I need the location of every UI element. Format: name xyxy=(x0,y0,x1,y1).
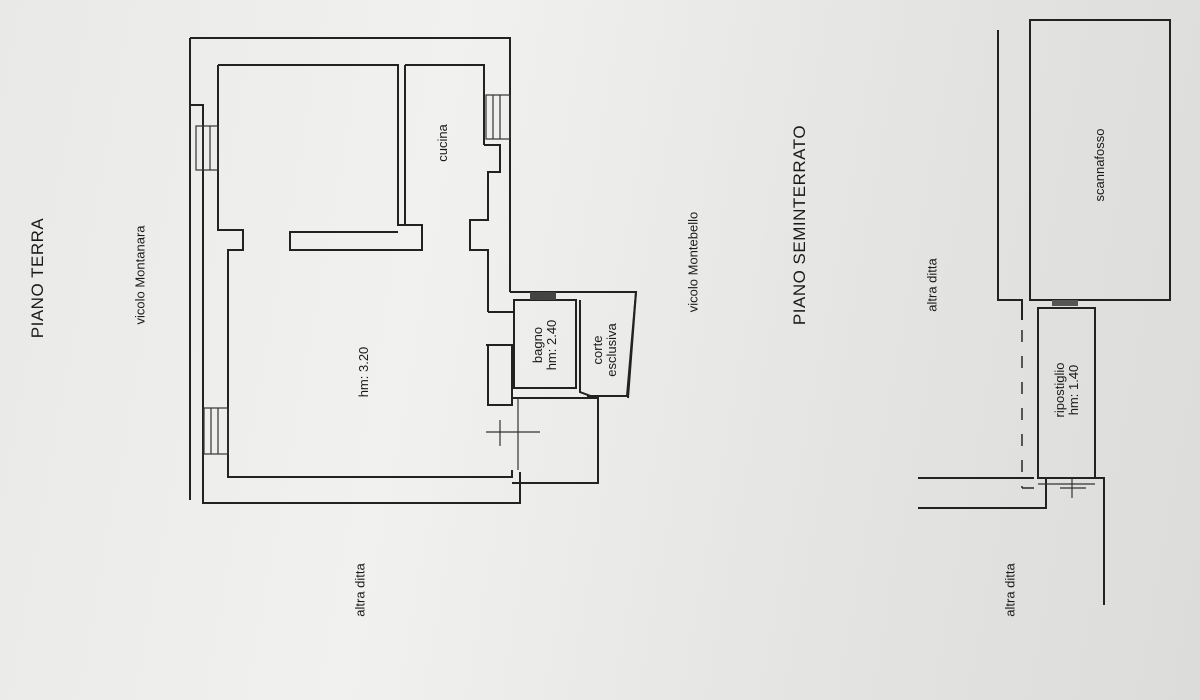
street-montanara-label: vicolo Montanara xyxy=(132,225,148,325)
bath-name: bagno xyxy=(530,326,545,364)
ground-floor-title: PIANO TERRA xyxy=(28,217,47,339)
basement-walls xyxy=(918,19,1171,605)
window-top-left xyxy=(195,125,219,171)
court-label: corte esclusiva xyxy=(590,323,619,377)
ground-floor-walls xyxy=(189,37,638,504)
bath-height: hm: 2.40 xyxy=(544,319,559,371)
court-line1: corte xyxy=(590,335,605,365)
main-room-height: hm: 3.20 xyxy=(356,346,371,398)
court-line2: esclusiva xyxy=(604,323,619,377)
scannafosso-label: scannafosso xyxy=(1092,128,1107,202)
kitchen-label: cucina xyxy=(435,124,450,162)
window-kitchen xyxy=(485,94,511,140)
street-montebello-label: vicolo Montebello xyxy=(685,211,701,313)
ground-neighbor-label: altra ditta xyxy=(352,563,368,617)
basement-neighbor-bottom-label: altra ditta xyxy=(1002,563,1018,617)
bath-label: bagno hm: 2.40 xyxy=(530,319,559,371)
storage-height: hm: 1.40 xyxy=(1066,364,1081,416)
basement-neighbor-top-label: altra ditta xyxy=(924,258,940,312)
basement-title: PIANO SEMINTERRATO xyxy=(790,124,809,326)
window-bottom-left xyxy=(203,407,229,455)
storage-name: ripostiglio xyxy=(1052,362,1067,418)
storage-label: ripostiglio hm: 1.40 xyxy=(1052,362,1081,418)
